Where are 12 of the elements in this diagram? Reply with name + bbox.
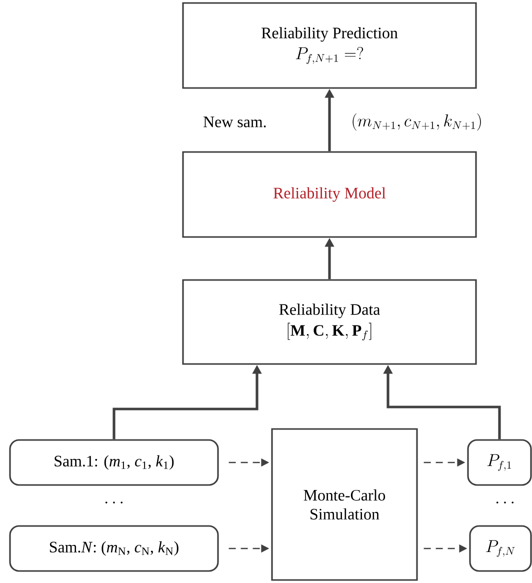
rounded-box: $P_{f,N}$ (469, 525, 532, 572)
rounded-box: Sam.N: (m$_{N}$, c$_{N}$, k$_{N}$) (9, 525, 219, 572)
rounded-box: $P_{f,1}$ (467, 439, 532, 486)
rounded-box: Sam.1: (m$_{1}$, c$_{1}$, k$_{1}$) (9, 439, 219, 486)
process-box: Reliability Model (182, 151, 477, 238)
ellipsis: $\cdots$ (496, 502, 514, 504)
process-box: Reliability Prediction $P_{f,N+1}=?$ (182, 2, 477, 89)
edge-label: New sam. (204, 116, 266, 128)
formula-label: $(m_{N+1}, c_{N+1}, k_{N+1})$ (352, 113, 481, 131)
process-box: Monte-Carlo Simulation (271, 428, 418, 581)
process-box: Reliability Data $[\mathbf{M}, \mathbf{C}, \mathbf{K}, \mathbf{P}_f]$ (182, 279, 477, 365)
ellipsis: $\cdots$ (105, 502, 123, 504)
